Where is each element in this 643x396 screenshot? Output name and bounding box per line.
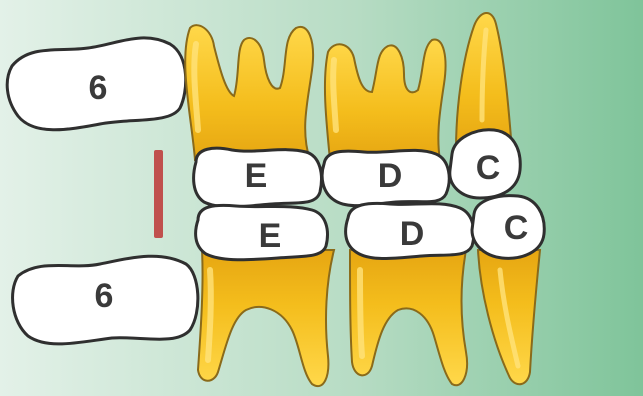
- lower-first-molar-label: 6: [95, 277, 114, 315]
- terminal-plane-marker: [154, 150, 163, 238]
- upper-d-label: D: [378, 157, 403, 195]
- lower-d-label: D: [400, 215, 425, 253]
- upper-e-label: E: [245, 157, 268, 195]
- upper-e-roots: [185, 25, 313, 160]
- lower-c-label: C: [504, 209, 529, 247]
- upper-c-label: C: [476, 149, 501, 187]
- upper-d-roots: [325, 40, 446, 160]
- upper-first-molar-label: 6: [89, 69, 108, 107]
- lower-e-label: E: [259, 217, 282, 255]
